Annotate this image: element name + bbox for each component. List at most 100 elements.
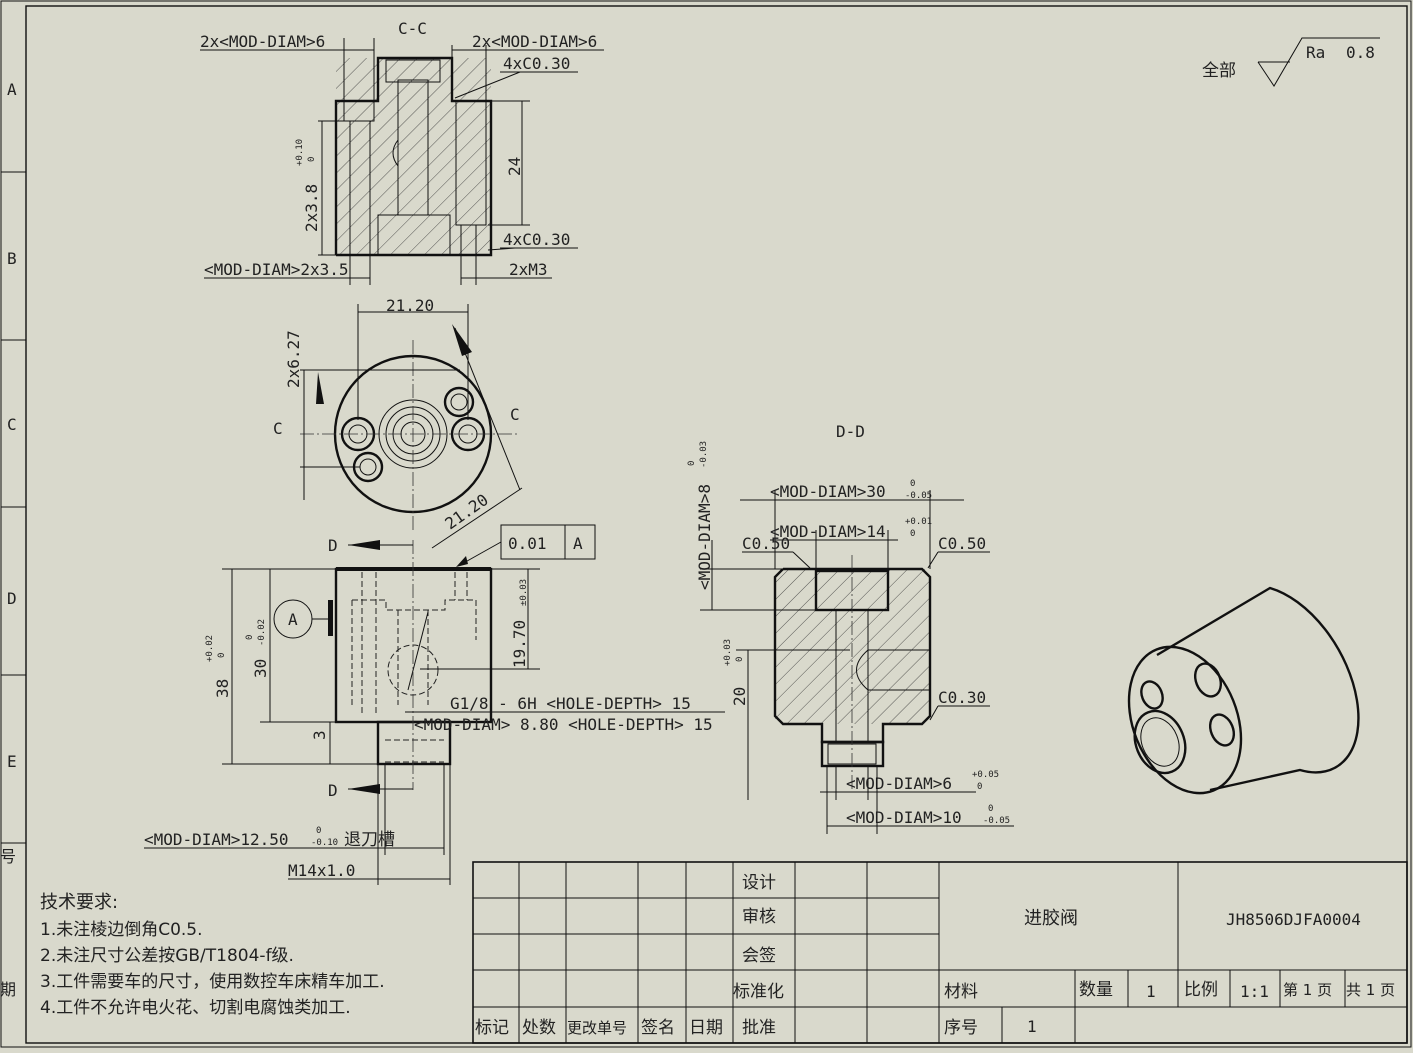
dim-groove: <MOD-DIAM>12.50 [144, 830, 289, 849]
dim-dd-boss-tol-upper: 0 [988, 804, 993, 814]
roughness-prefix: 全部 [1202, 61, 1236, 81]
roughness-value: 0.8 [1346, 43, 1375, 62]
dim-hole-tol: ±0.03 [519, 579, 529, 606]
top-view: 21.20 21.20 2x6.27 C C [273, 296, 523, 549]
dim-cc-depth: 2x3.8 [302, 184, 321, 232]
dim-body-height: 30 [251, 659, 270, 678]
dim-thread: M14x1.0 [288, 861, 355, 880]
rev-header: 更改单号 [567, 1019, 627, 1037]
role-label: 会签 [742, 946, 776, 966]
drawing-number: JH8506DJFA0004 [1226, 910, 1361, 929]
roughness-symbol-text: Ra [1306, 43, 1325, 62]
page-label: 第 1 页 [1283, 981, 1332, 999]
surface-roughness: 全部 Ra 0.8 [1202, 37, 1380, 87]
dim-body-tol-upper: 0 [245, 635, 255, 640]
drill-note: <MOD-DIAM> 8.80 <HOLE-DEPTH> 15 [414, 715, 713, 734]
rev-header: 签名 [641, 1018, 675, 1038]
material-label: 材料 [944, 982, 978, 1002]
notes-title: 技术要求: [40, 892, 118, 913]
zone-label: A [7, 80, 17, 99]
dim-dd-side-tol-lower: 0 [735, 657, 745, 662]
seq-value: 1 [1027, 1017, 1037, 1036]
edge-mark: 期 [0, 980, 16, 999]
section-mark-bottom: D [328, 781, 338, 800]
inner-border [25, 5, 1408, 1044]
dim-step: 3 [310, 730, 329, 740]
note-item: 1.未注棱边倒角C0.5. [40, 920, 203, 940]
dim-top-width: 21.20 [386, 296, 434, 315]
dim-hole-depth: 19.70 [510, 620, 529, 668]
dim-dd-chamfer-mid: C0.30 [938, 688, 986, 707]
dim-cc-depth-tol-upper: +0.10 [295, 139, 305, 166]
dim-dd-bore-tol-upper: +0.01 [905, 517, 932, 527]
dim-cc-bottom-left: <MOD-DIAM>2x3.5 [204, 260, 349, 279]
note-item: 4.工件不允许电火花、切割电腐蚀类加工. [40, 998, 351, 1018]
thread-note: G1/8 - 6H <HOLE-DEPTH> 15 [450, 694, 691, 713]
dim-dd-outer-tol-lower: -0.05 [905, 491, 932, 501]
role-label: 审核 [742, 907, 776, 927]
rev-header: 处数 [522, 1018, 556, 1038]
isometric-view [1127, 586, 1360, 795]
dim-body-tol-lower: -0.02 [257, 619, 267, 646]
role-label: 设计 [742, 873, 776, 893]
dim-dd-small-tol-upper: +0.05 [972, 770, 999, 780]
role-label: 批准 [742, 1018, 776, 1038]
dim-groove-label: 退刀槽 [344, 830, 395, 850]
dim-dd-outer: <MOD-DIAM>30 [770, 482, 886, 501]
dim-dd-bore-tol-lower: 0 [910, 529, 915, 539]
dim-cc-height: 24 [505, 157, 524, 176]
rev-header: 标记 [475, 1018, 509, 1038]
zone-label: D [7, 589, 17, 608]
section-mark-top: D [328, 536, 338, 555]
dim-dd-small: <MOD-DIAM>6 [846, 774, 952, 793]
qty-label: 数量 [1079, 980, 1113, 1000]
zone-label: E [7, 752, 17, 771]
dim-groove-tol-lower: -0.10 [311, 838, 338, 848]
dim-dd-side-tol-upper: +0.03 [723, 639, 733, 666]
tolerance-value: 0.01 [508, 534, 547, 553]
dim-cc-depth-tol-lower: 0 [307, 157, 317, 162]
dim-dd-bore-depth-tol-lower: -0.03 [699, 441, 709, 468]
dim-dd-bore-depth: <MOD-DIAM>8 [695, 484, 714, 590]
qty-value: 1 [1146, 982, 1156, 1001]
dim-groove-tol-upper: 0 [316, 826, 321, 836]
seq-label: 序号 [944, 1018, 978, 1038]
dim-total-tol-lower: 0 [217, 653, 227, 658]
dim-cc-chamfer-top: 4xC0.30 [503, 54, 570, 73]
section-dd-view: D-D <MOD-DIAM>30 0 -0.05 <MOD-DIAM>14 +0… [687, 422, 1014, 834]
scale-value: 1:1 [1240, 982, 1269, 1001]
datum-a-label: A [288, 610, 298, 629]
scale-label: 比例 [1184, 980, 1218, 1000]
title-block: 设计 审核 会签 标准化 批准 标记 处数 更改单号 签名 日期 进胶阀 JH8… [472, 861, 1408, 1044]
dim-dd-boss-tol-lower: -0.05 [983, 816, 1010, 826]
dim-top-diag: 21.20 [441, 490, 491, 533]
dim-total-tol-upper: +0.02 [205, 635, 215, 662]
dim-cc-top-right: 2x<MOD-DIAM>6 [472, 32, 597, 51]
zone-column: A B C D E 号 期 [0, 80, 26, 999]
note-item: 2.未注尺寸公差按GB/T1804-f级. [40, 946, 294, 966]
section-cc-title: C-C [398, 19, 427, 38]
dim-dd-outer-tol-upper: 0 [910, 479, 915, 489]
zone-label: B [7, 249, 17, 268]
dim-dd-bore-depth-tol-upper: 0 [687, 461, 697, 466]
section-mark-right: C [510, 405, 520, 424]
dim-cc-top-left: 2x<MOD-DIAM>6 [200, 32, 325, 51]
role-label: 标准化 [733, 982, 784, 1002]
dim-cc-chamfer-bottom: 4xC0.30 [503, 230, 570, 249]
dim-dd-boss: <MOD-DIAM>10 [846, 808, 962, 827]
dim-cc-bottom-right: 2xM3 [509, 260, 548, 279]
zone-label: C [7, 415, 17, 434]
dim-dd-chamfer-right: C0.50 [938, 534, 986, 553]
dim-dd-bore: <MOD-DIAM>14 [770, 522, 886, 541]
rev-header: 日期 [689, 1018, 723, 1038]
dim-dd-side: 20 [730, 687, 749, 706]
section-dd-title: D-D [836, 422, 865, 441]
edge-mark: 号 [0, 847, 16, 866]
dim-dd-chamfer-left: C0.50 [742, 534, 790, 553]
dim-top-offset: 2x6.27 [284, 330, 303, 388]
part-name: 进胶阀 [1024, 908, 1078, 929]
section-cc-view: C-C 2x<MOD-DIAM>6 2x<MOD-DIAM>6 4xC0.30 … [200, 19, 604, 285]
